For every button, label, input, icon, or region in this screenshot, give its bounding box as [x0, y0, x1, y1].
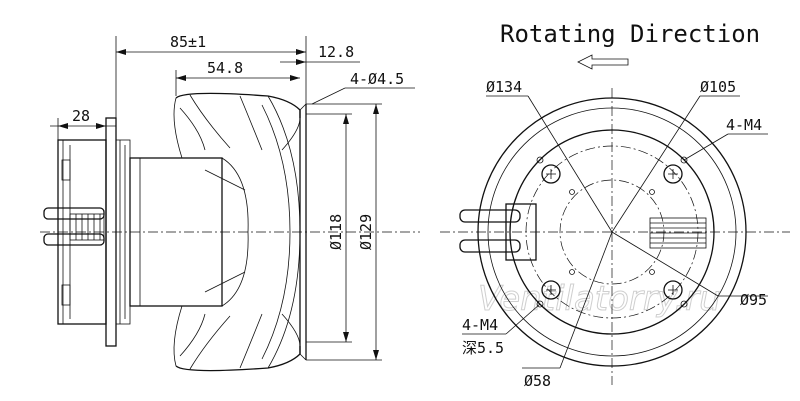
impeller-length-label: 54.8 — [207, 59, 243, 77]
cable-outlet — [459, 203, 537, 261]
motor-body — [129, 157, 249, 307]
thread-depth-label: 深5.5 — [462, 339, 504, 357]
hub-circle — [559, 179, 665, 285]
side-view: 85±1 54.8 12.8 4-Ø4.5 28 Ø118 Ø129 — [40, 33, 420, 372]
connector-pins — [43, 207, 105, 246]
outer-diameter-label: Ø134 — [486, 78, 522, 96]
thread-holes-right-label: 4-M4 — [726, 116, 762, 134]
flange-offset-label: 12.8 — [318, 43, 354, 61]
pitch-circle — [525, 145, 699, 319]
rotation-arrow-icon — [577, 54, 629, 70]
pitch-diameter-label: Ø105 — [700, 78, 736, 96]
front-view: Rotating Direction — [440, 20, 790, 390]
ring-inner-edge — [487, 107, 737, 357]
outer-ring — [477, 97, 747, 367]
watermark: Ventilatorry.ru — [478, 279, 721, 319]
connector-comb — [649, 217, 707, 249]
motor-body-circle — [509, 129, 715, 335]
mount-holes-label: 4-Ø4.5 — [350, 70, 404, 88]
inner-diameter-label: Ø118 — [327, 214, 345, 250]
thread-holes-left-label: 4-M4 — [462, 316, 498, 334]
front-leaders — [462, 95, 768, 369]
inlet-flange — [281, 103, 307, 361]
side-dimensions — [50, 36, 415, 361]
bracket-width-label: 28 — [72, 107, 90, 125]
screw-holes — [536, 156, 688, 308]
rotating-direction-title: Rotating Direction — [500, 20, 760, 48]
outer-diameter-label: Ø129 — [357, 214, 375, 250]
body-diameter-label: Ø95 — [740, 291, 767, 309]
hub-diameter-label: Ø58 — [524, 372, 551, 390]
overall-length-label: 85±1 — [170, 33, 206, 51]
